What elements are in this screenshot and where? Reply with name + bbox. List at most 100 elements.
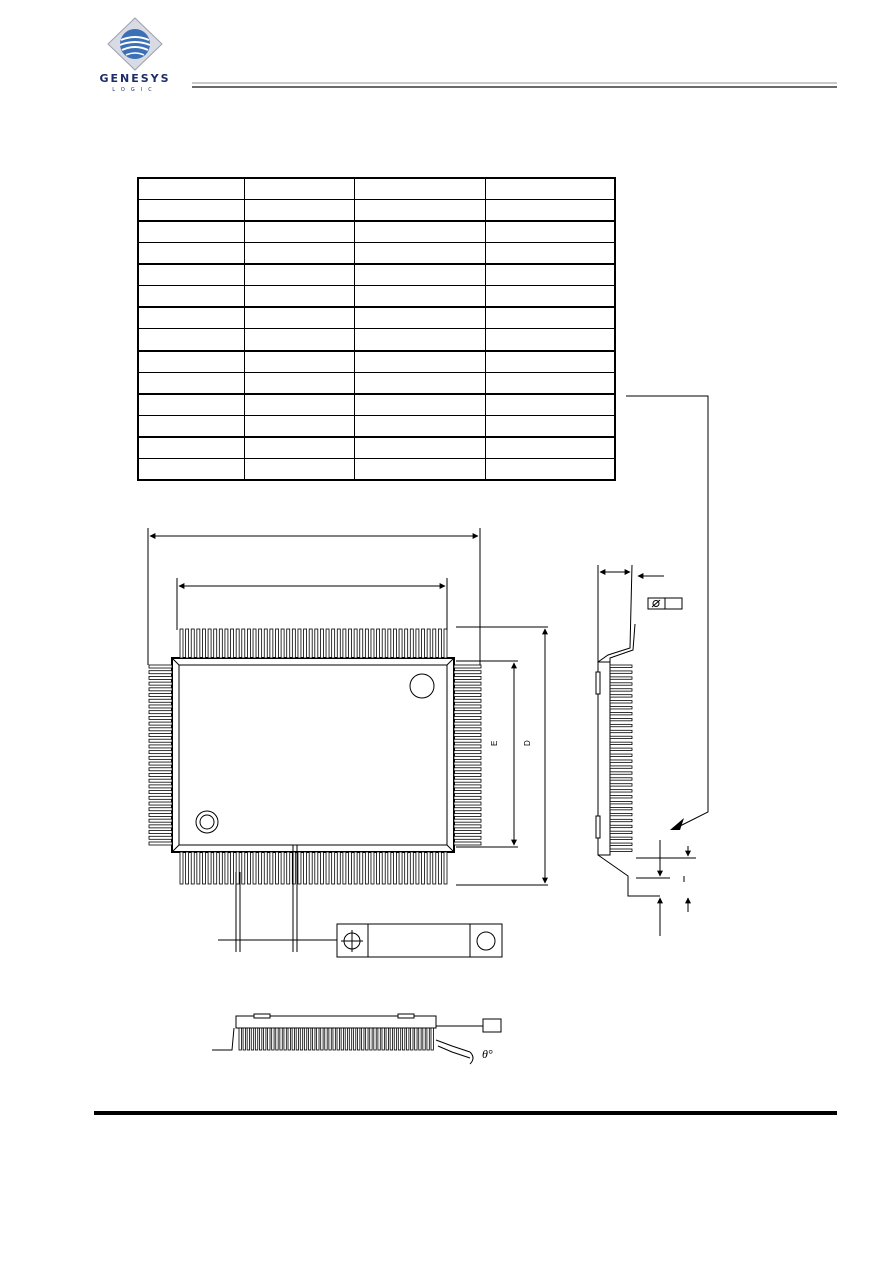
lead: [280, 851, 285, 885]
lead: [437, 851, 442, 885]
top-view: [148, 628, 482, 885]
lead: [453, 687, 482, 692]
lead: [303, 1027, 308, 1051]
lead: [437, 628, 442, 659]
lead: [609, 789, 633, 793]
lead: [609, 682, 633, 686]
lead: [453, 727, 482, 732]
lead: [432, 628, 437, 659]
lead: [402, 1027, 406, 1051]
leads-bottom: [179, 851, 448, 885]
table-row: [137, 371, 616, 395]
side-body: [597, 661, 611, 856]
lead: [295, 1027, 299, 1051]
lead: [426, 1027, 430, 1051]
lead: [328, 1027, 332, 1051]
lead: [404, 851, 409, 885]
mmc-symbol-icon: [476, 931, 496, 951]
lead: [336, 628, 341, 659]
lead: [291, 1027, 295, 1051]
lead: [269, 851, 274, 885]
lead: [453, 738, 482, 743]
lead: [246, 1027, 250, 1051]
table-row: [137, 220, 616, 244]
lead: [609, 836, 633, 840]
lead: [609, 801, 633, 805]
lead: [609, 807, 633, 811]
lead: [342, 628, 347, 659]
lead: [320, 628, 324, 659]
lead: [443, 628, 448, 659]
lead: [250, 1027, 255, 1051]
lead: [453, 795, 482, 800]
lead: [297, 628, 302, 659]
lead: [410, 1027, 414, 1051]
lead: [348, 628, 352, 659]
lead: [393, 628, 397, 659]
lead: [308, 628, 313, 659]
lead: [263, 1027, 267, 1051]
package-body-inner: [178, 664, 448, 846]
lead: [453, 721, 482, 726]
lead: [280, 628, 285, 659]
lead: [609, 759, 633, 763]
lead: [252, 851, 257, 885]
lead: [609, 664, 633, 668]
lead: [370, 628, 375, 659]
lead: [148, 698, 173, 703]
table-row: [137, 242, 616, 265]
lead: [271, 1027, 275, 1051]
table-row: [137, 328, 616, 351]
lead: [324, 1027, 328, 1051]
lead: [148, 830, 173, 834]
lead: [314, 851, 319, 885]
lead: [609, 688, 633, 692]
lead: [275, 851, 279, 885]
lead: [453, 824, 482, 829]
lead: [453, 784, 482, 789]
lead: [609, 765, 633, 769]
lead: [409, 628, 414, 659]
lead: [609, 812, 633, 817]
lead: [148, 755, 173, 760]
front-body: [235, 1015, 437, 1029]
lead: [213, 628, 218, 659]
lead: [609, 706, 633, 710]
pin1-mark-circle: [409, 673, 435, 699]
lead: [361, 1027, 365, 1051]
lead: [373, 1027, 377, 1051]
leads-left: [148, 664, 173, 846]
lead: [340, 1027, 344, 1051]
lead: [609, 718, 633, 722]
lead: [148, 767, 173, 772]
lead: [207, 628, 212, 659]
lead: [252, 628, 257, 659]
lead: [422, 1027, 426, 1051]
lead: [443, 851, 448, 885]
lead: [426, 851, 431, 885]
lead: [453, 733, 482, 737]
lead: [148, 795, 173, 800]
leads-right: [453, 664, 482, 846]
label-e: E: [490, 741, 499, 746]
lead: [609, 753, 633, 757]
lead: [381, 628, 386, 659]
lead: [609, 741, 633, 745]
lead: [148, 670, 173, 675]
table-row: [137, 263, 616, 287]
lead: [359, 851, 364, 885]
lead: [314, 628, 319, 659]
package-body: [171, 657, 455, 853]
lead: [325, 628, 330, 659]
lead: [453, 807, 482, 812]
lead: [336, 1027, 340, 1051]
lead: [397, 1027, 402, 1051]
lead: [609, 694, 633, 698]
lead: [254, 1027, 259, 1051]
lead: [609, 783, 633, 787]
lead: [179, 851, 184, 885]
leads-top: [179, 628, 448, 659]
lead: [291, 851, 296, 885]
lead: [148, 813, 173, 817]
